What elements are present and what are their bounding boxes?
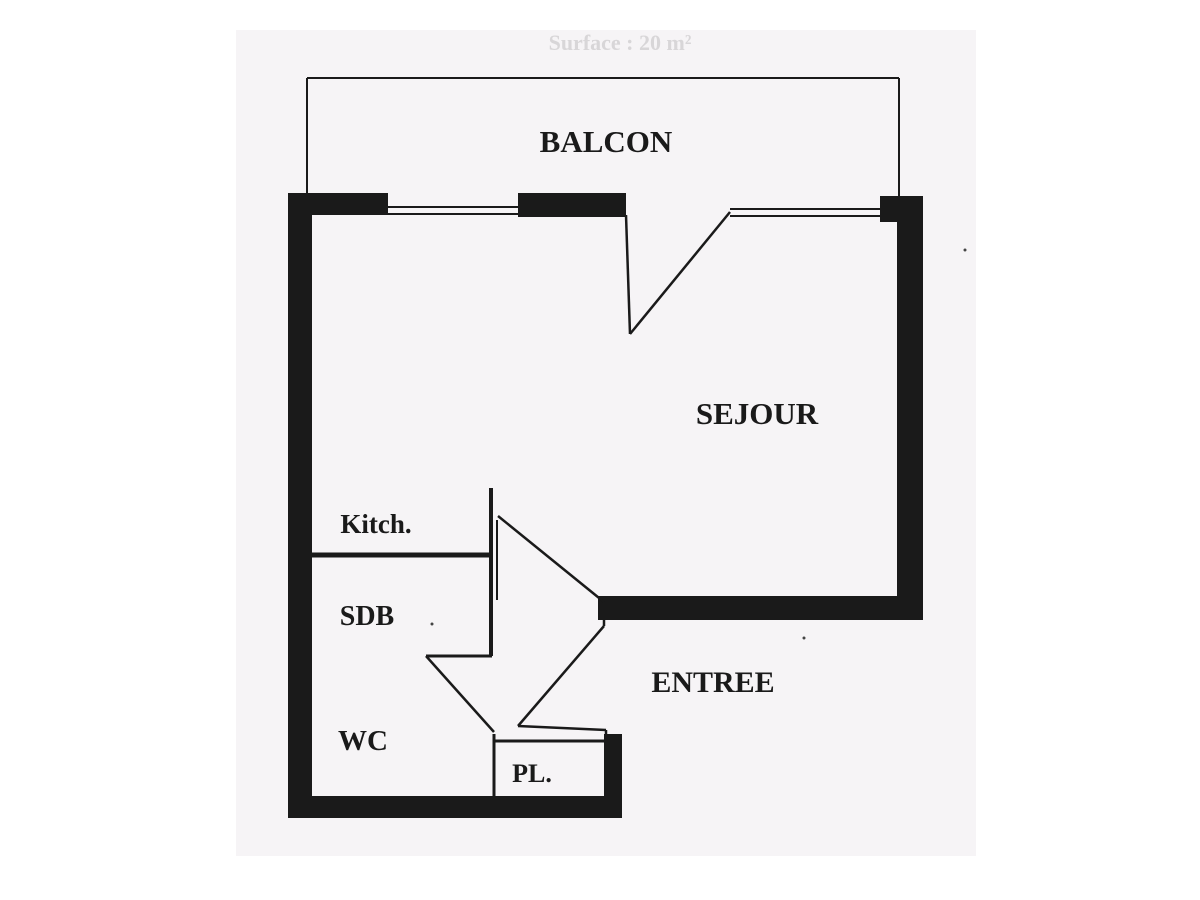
faded-caption: Surface : 20 m² — [549, 30, 692, 55]
balcony-door-swing — [624, 211, 731, 335]
windows — [388, 206, 880, 217]
bathroom-door-swing — [425, 655, 495, 733]
exterior-walls — [288, 193, 923, 818]
interior-partitions — [312, 488, 606, 800]
room-label-entree: ENTREE — [651, 666, 774, 699]
room-label-balcon: BALCON — [540, 124, 673, 159]
room-label-sdb: SDB — [340, 601, 394, 632]
scanned-paper — [236, 30, 976, 856]
room-label-placard: PL. — [512, 759, 552, 788]
scan-specks — [430, 248, 967, 640]
balcony-outline — [306, 77, 900, 196]
room-label-sejour: SEJOUR — [696, 396, 819, 431]
room-label-wc: WC — [338, 725, 388, 757]
room-label-kitchen: Kitch. — [340, 509, 411, 539]
entrance-door-swing — [497, 515, 608, 741]
